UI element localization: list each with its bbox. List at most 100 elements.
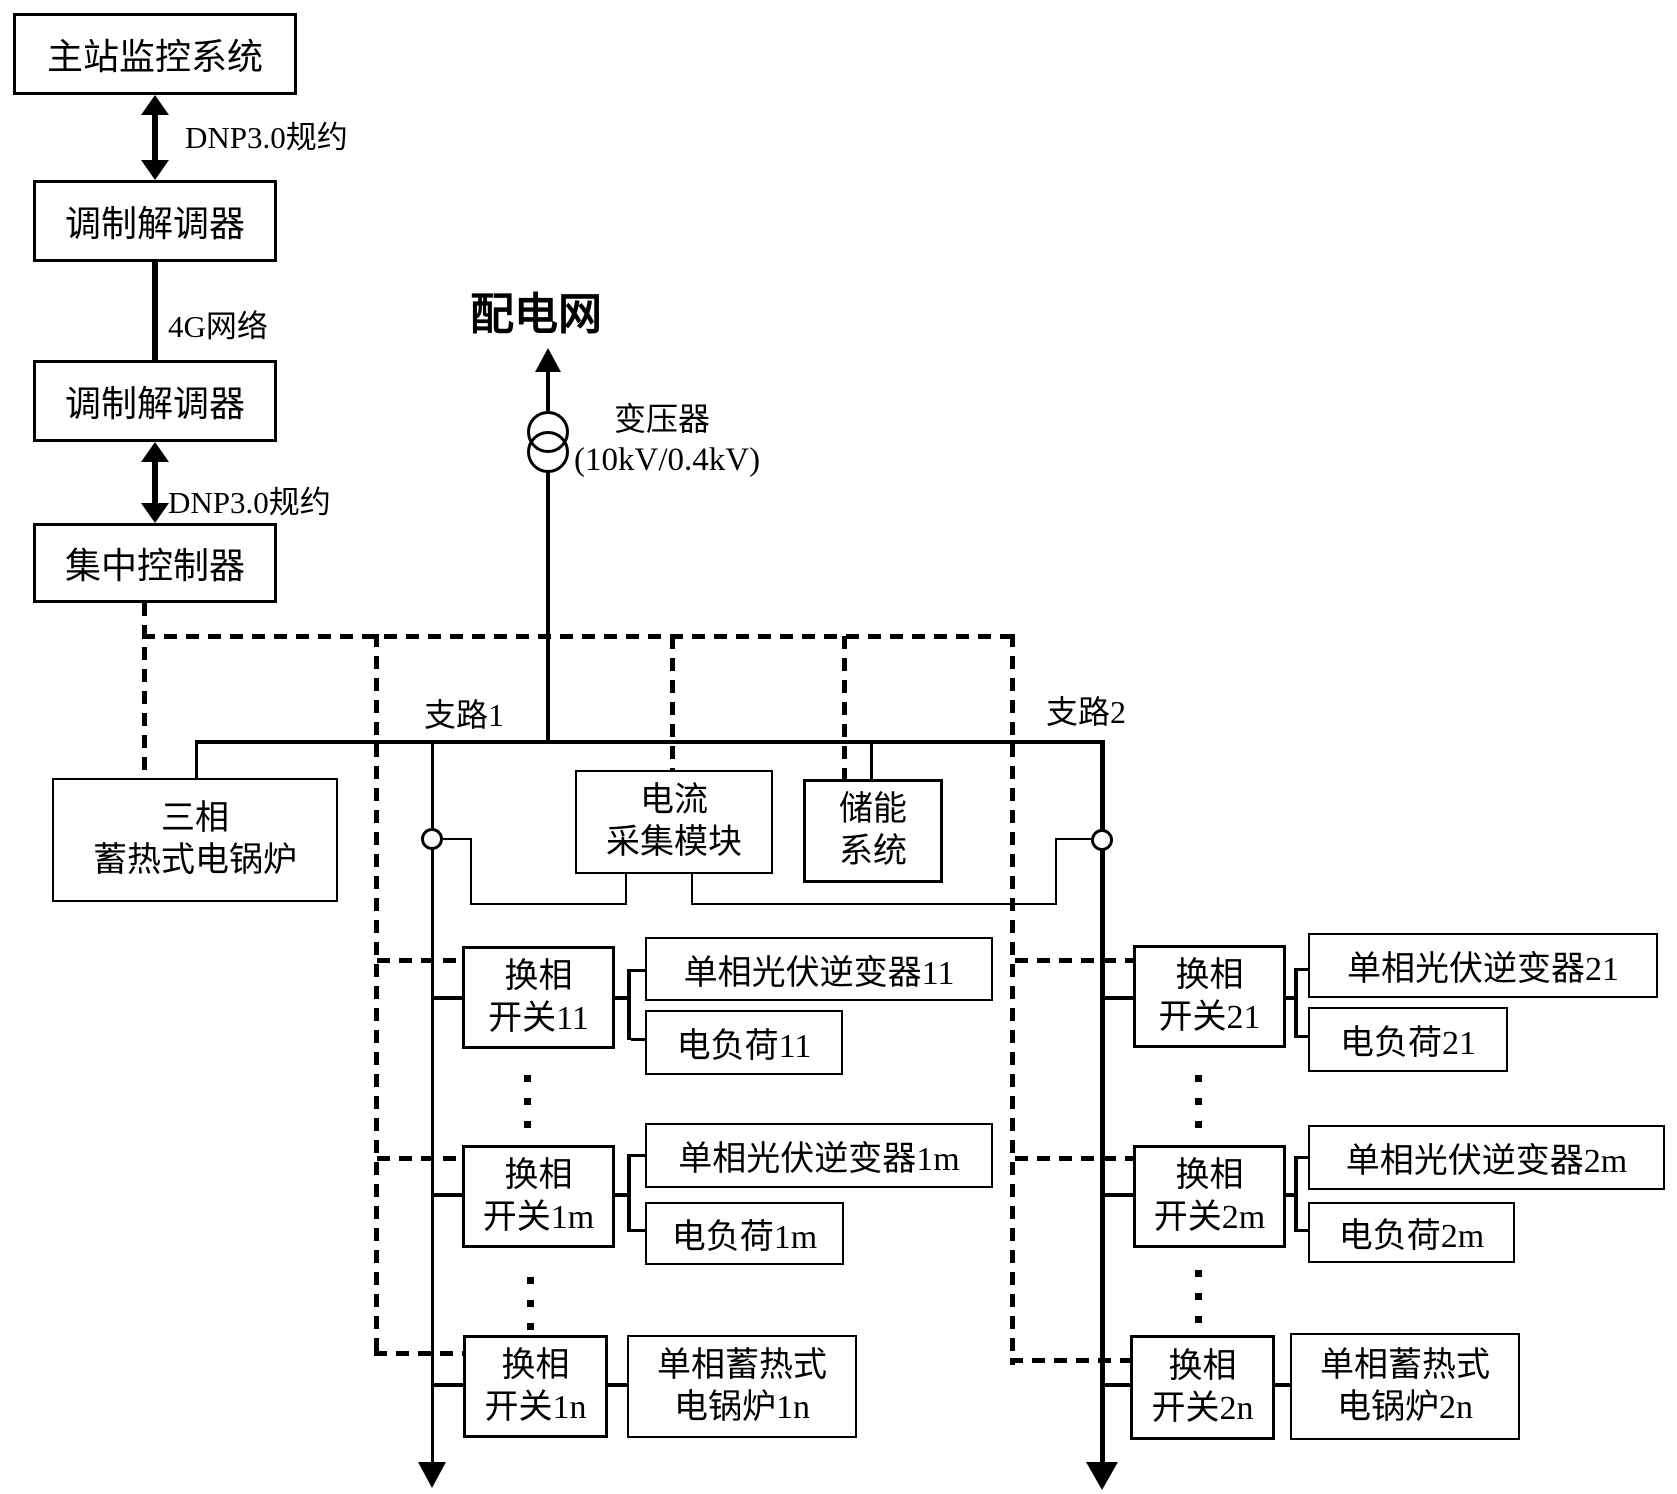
branch2-label: 支路2 bbox=[1046, 694, 1127, 730]
load-11-label: 电负荷11 bbox=[676, 1028, 812, 1065]
branch1-ellipsis-2 bbox=[527, 1277, 534, 1330]
switch11-bracket-arm-bottom bbox=[631, 1038, 645, 1041]
transformer-rating-label: (10kV/0.4kV) bbox=[574, 442, 761, 478]
switch21-bracket-arm-bottom bbox=[1298, 1035, 1308, 1038]
control-dashed-stub-switch11 bbox=[377, 958, 462, 963]
phase-switch-11-box: 换相 开关11 bbox=[462, 946, 615, 1049]
4g-network-label: 4G网络 bbox=[168, 309, 268, 344]
single-phase-boiler-1n-box: 单相蓄热式 电锅炉1n bbox=[627, 1335, 857, 1438]
control-dashed-main-line bbox=[142, 634, 1015, 639]
branch1-feeder-arrow-icon bbox=[418, 1462, 446, 1488]
phase-switch-21-line1: 换相 bbox=[1175, 956, 1244, 994]
arrow-up-icon bbox=[141, 95, 169, 115]
storage-power-drop-line bbox=[870, 743, 873, 779]
phase-switch-1m-line1: 换相 bbox=[504, 1156, 573, 1194]
load-21-box: 电负荷21 bbox=[1308, 1007, 1508, 1072]
phase-switch-2m-line1: 换相 bbox=[1175, 1156, 1244, 1194]
dnp-link-bottom-line bbox=[152, 458, 158, 508]
control-dashed-stub-switch2n bbox=[1010, 1358, 1132, 1363]
switch1m-bracket-arm-bottom bbox=[631, 1229, 645, 1232]
control-dashed-branch1-line bbox=[374, 634, 379, 1356]
control-dashed-stub-switch2m bbox=[1015, 1156, 1133, 1161]
switch21-bracket-stub bbox=[1286, 996, 1298, 1000]
load-21-label: 电负荷21 bbox=[1340, 1025, 1476, 1062]
branch2-ellipsis-2 bbox=[1195, 1270, 1202, 1323]
control-dashed-drop-storage bbox=[842, 636, 847, 779]
phase-switch-1n-line1: 换相 bbox=[501, 1346, 570, 1384]
control-dashed-stub-switch1n bbox=[374, 1351, 466, 1356]
bus-line bbox=[195, 740, 1105, 744]
current-module-line2: 采集模块 bbox=[606, 824, 742, 861]
pv-inverter-1m-label: 单相光伏逆变器1m bbox=[678, 1141, 960, 1178]
switch2m-bracket-line bbox=[1294, 1156, 1298, 1232]
branch2-ellipsis-1 bbox=[1195, 1075, 1202, 1128]
switch1n-boiler-connector bbox=[608, 1383, 627, 1387]
transformer-upper-line bbox=[546, 372, 550, 413]
modem-2-box: 调制解调器 bbox=[33, 360, 277, 442]
switch11-bracket-line bbox=[627, 969, 631, 1040]
branch1-feeder-line bbox=[431, 743, 434, 1465]
sensor1-wire-b bbox=[470, 838, 472, 905]
switch2m-bracket-arm-top bbox=[1298, 1156, 1308, 1159]
transformer-name-label: 变压器 bbox=[614, 401, 711, 437]
sensor2-wire-b bbox=[1055, 838, 1057, 905]
feeder1-stub-switch1n bbox=[434, 1383, 463, 1387]
transformer-symbol-circle-bottom bbox=[527, 431, 569, 473]
dnp-protocol-label-bottom: DNP3.0规约 bbox=[168, 485, 331, 520]
single-phase-boiler-1n-line1: 单相蓄热式 bbox=[657, 1346, 827, 1384]
pv-inverter-21-label: 单相光伏逆变器21 bbox=[1347, 951, 1619, 988]
4g-link-line bbox=[152, 262, 158, 360]
modem-1-box: 调制解调器 bbox=[33, 180, 277, 262]
master-station-label: 主站监控系统 bbox=[46, 37, 263, 77]
arrow-down-icon bbox=[141, 160, 169, 180]
pv-inverter-11-box: 单相光伏逆变器11 bbox=[645, 937, 993, 1001]
single-phase-boiler-2n-box: 单相蓄热式 电锅炉2n bbox=[1290, 1333, 1520, 1440]
current-collection-module-box: 电流 采集模块 bbox=[575, 770, 773, 874]
central-controller-box: 集中控制器 bbox=[33, 523, 277, 603]
dnp-link-top-line bbox=[152, 111, 158, 163]
sensor2-wire-c bbox=[691, 903, 1057, 905]
feeder2-stub-switch21 bbox=[1105, 996, 1133, 1000]
arrow-up-icon bbox=[141, 442, 169, 462]
dnp-protocol-label-top: DNP3.0规约 bbox=[185, 120, 348, 155]
branch2-sensor-circle bbox=[1091, 829, 1113, 851]
pv-inverter-2m-label: 单相光伏逆变器2m bbox=[1345, 1143, 1628, 1180]
master-station-box: 主站监控系统 bbox=[13, 13, 297, 95]
phase-switch-11-line2: 开关11 bbox=[488, 999, 589, 1037]
central-controller-label: 集中控制器 bbox=[64, 546, 245, 586]
three-phase-boiler-box: 三相 蓄热式电锅炉 bbox=[52, 778, 338, 902]
modem-1-label: 调制解调器 bbox=[64, 204, 245, 244]
switch21-bracket-arm-top bbox=[1298, 968, 1308, 971]
switch2n-boiler-connector bbox=[1275, 1383, 1290, 1387]
switch1m-bracket-stub bbox=[615, 1193, 629, 1197]
feeder1-stub-switch11 bbox=[434, 996, 462, 1000]
load-1m-label: 电负荷1m bbox=[671, 1219, 818, 1256]
load-11-box: 电负荷11 bbox=[645, 1010, 843, 1075]
branch1-ellipsis-1 bbox=[524, 1075, 531, 1128]
control-dashed-drop-current-module bbox=[670, 636, 675, 770]
control-dashed-stub-switch1m bbox=[377, 1156, 462, 1161]
pv-inverter-21-box: 单相光伏逆变器21 bbox=[1308, 933, 1658, 998]
sensor2-wire-a bbox=[1055, 838, 1091, 840]
phase-switch-2m-box: 换相 开关2m bbox=[1133, 1145, 1286, 1248]
branch2-feeder-line bbox=[1100, 740, 1105, 1465]
single-phase-boiler-1n-line2: 电锅炉1n bbox=[674, 1388, 810, 1426]
phase-switch-2m-line2: 开关2m bbox=[1153, 1198, 1266, 1236]
control-dashed-branch2-line bbox=[1010, 634, 1015, 1365]
branch2-feeder-arrow-icon bbox=[1086, 1462, 1118, 1490]
branch1-sensor-circle bbox=[421, 828, 443, 850]
branch1-label: 支路1 bbox=[424, 697, 505, 733]
switch2m-bracket-stub bbox=[1286, 1193, 1298, 1197]
control-dashed-drop-controller bbox=[142, 603, 147, 778]
current-module-line1: 电流 bbox=[640, 782, 708, 819]
switch11-bracket-arm-top bbox=[631, 969, 645, 972]
single-phase-boiler-2n-line2: 电锅炉2n bbox=[1337, 1388, 1473, 1426]
storage-line2: 系统 bbox=[839, 833, 907, 870]
phase-switch-2n-line1: 换相 bbox=[1168, 1347, 1237, 1385]
pv-inverter-2m-box: 单相光伏逆变器2m bbox=[1308, 1125, 1665, 1190]
pv-inverter-11-label: 单相光伏逆变器11 bbox=[683, 954, 955, 992]
load-2m-box: 电负荷2m bbox=[1308, 1202, 1515, 1263]
phase-switch-2n-line2: 开关2n bbox=[1151, 1389, 1254, 1427]
phase-switch-21-line2: 开关21 bbox=[1158, 998, 1261, 1036]
